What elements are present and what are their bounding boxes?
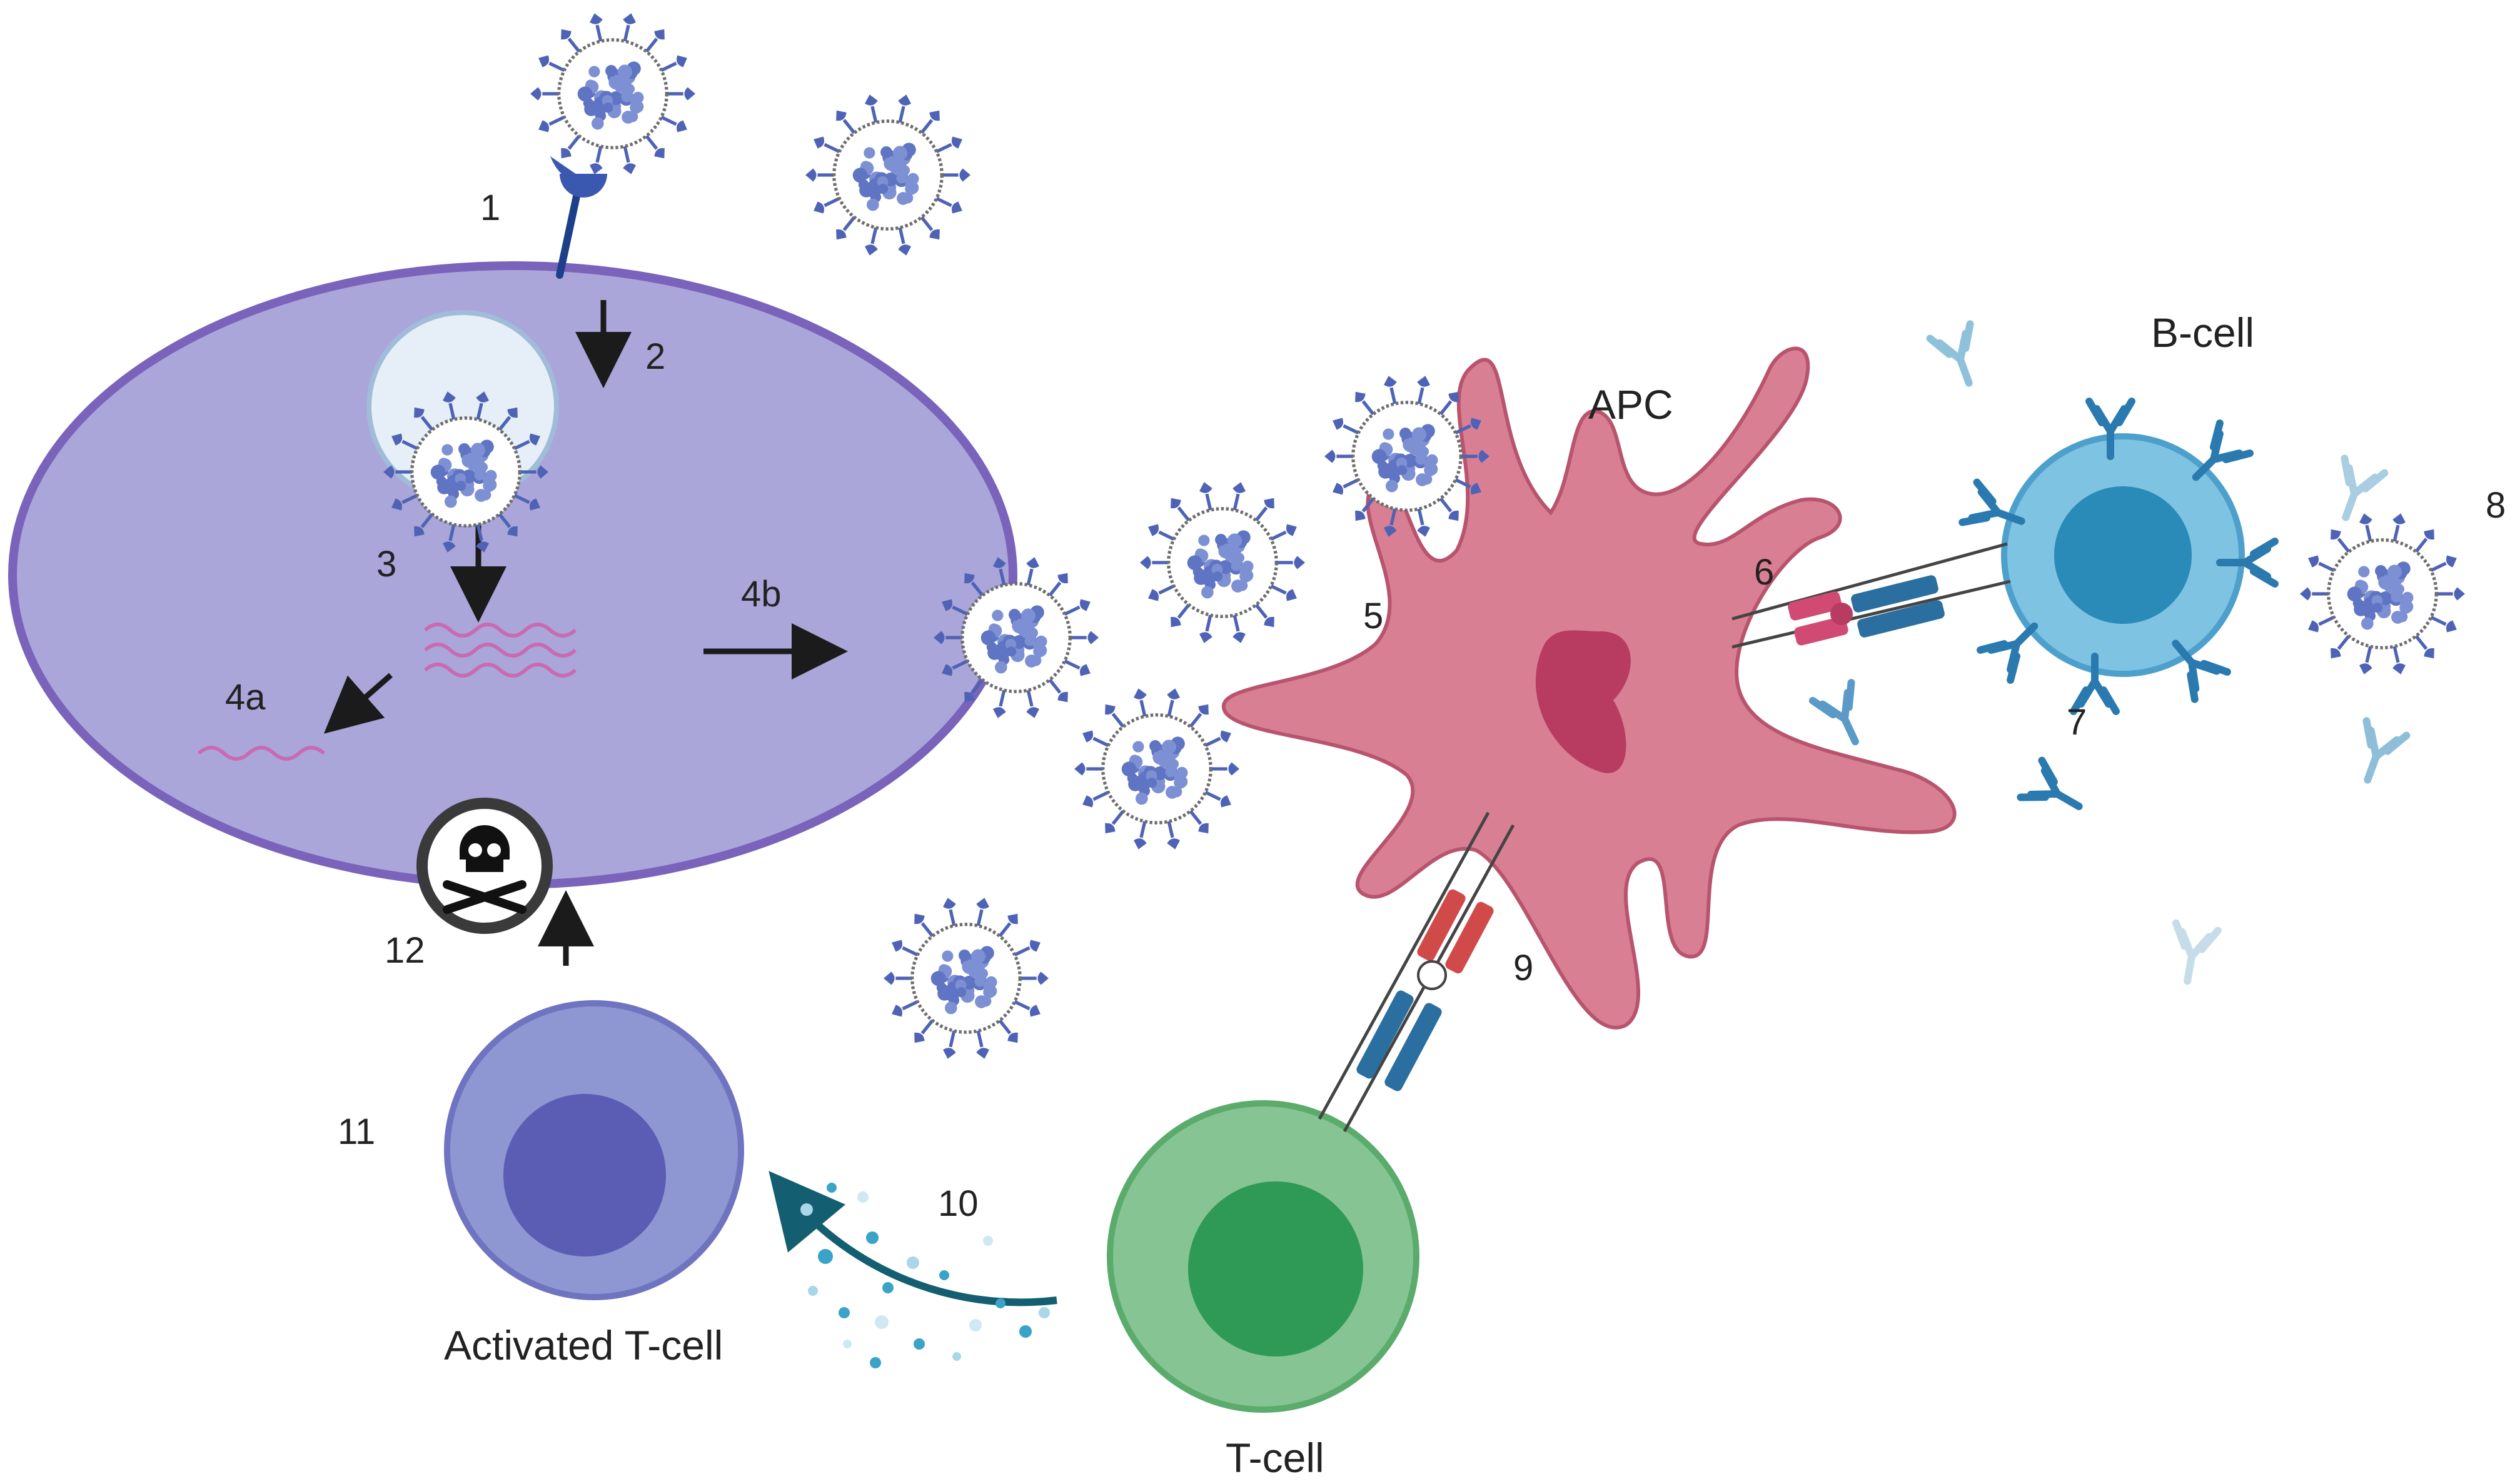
diagram-labels: 1 2 3 4a 4b 5 6 7 8 9 10 11 12 APC B-cel…: [225, 188, 2506, 1481]
label-step-10: 10: [938, 1183, 979, 1224]
t-cell: [1107, 1100, 1419, 1413]
label-step-12: 12: [385, 930, 425, 971]
label-step-4b: 4b: [741, 574, 782, 614]
viral-protein-strand: [197, 746, 326, 761]
virus-particle: [1074, 687, 1239, 851]
virus-particle: [1140, 481, 1305, 644]
skull-crossbones-icon: [416, 798, 553, 934]
antigen-presenting-cell: [1222, 346, 1957, 1030]
cytokine-signal-arrow: [769, 1171, 1057, 1306]
label-step-11: 11: [338, 1111, 375, 1152]
label-step-2: 2: [645, 336, 665, 377]
label-step-3: 3: [376, 544, 396, 584]
apc-t-cell-receptor-complex: [1318, 811, 1515, 1133]
label-step-7: 7: [2067, 702, 2087, 743]
label-step-1: 1: [480, 188, 500, 228]
activated-t-cell: [444, 1000, 744, 1300]
label-step-8: 8: [2486, 485, 2506, 526]
apc-b-cell-receptor-complex: [1731, 542, 2011, 649]
label-step-4a: 4a: [225, 677, 266, 718]
apc-nucleus: [1535, 630, 1631, 773]
virus-particle: [805, 93, 970, 257]
virus-particle: [2300, 512, 2465, 676]
t-cell-nucleus: [1188, 1181, 1363, 1356]
label-b-cell: B-cell: [2151, 309, 2254, 356]
activated-t-cell-nucleus: [503, 1094, 666, 1256]
label-activated-t-cell: Activated T-cell: [444, 1322, 723, 1368]
cytokine-particles: [800, 1183, 1050, 1368]
b-cell-nucleus: [2054, 486, 2192, 624]
label-step-9: 9: [1513, 948, 1533, 988]
label-apc: APC: [1588, 381, 1673, 428]
label-t-cell: T-cell: [1226, 1435, 1324, 1481]
label-step-6: 6: [1754, 552, 1774, 593]
ace2-receptor: [550, 156, 607, 279]
virus-particle: [884, 896, 1049, 1060]
b-cell: [2001, 433, 2245, 677]
label-step-5: 5: [1363, 596, 1383, 636]
virus-particle: [530, 12, 695, 176]
translation-arrow: [323, 673, 393, 734]
viral-rna-strands: [423, 623, 577, 678]
